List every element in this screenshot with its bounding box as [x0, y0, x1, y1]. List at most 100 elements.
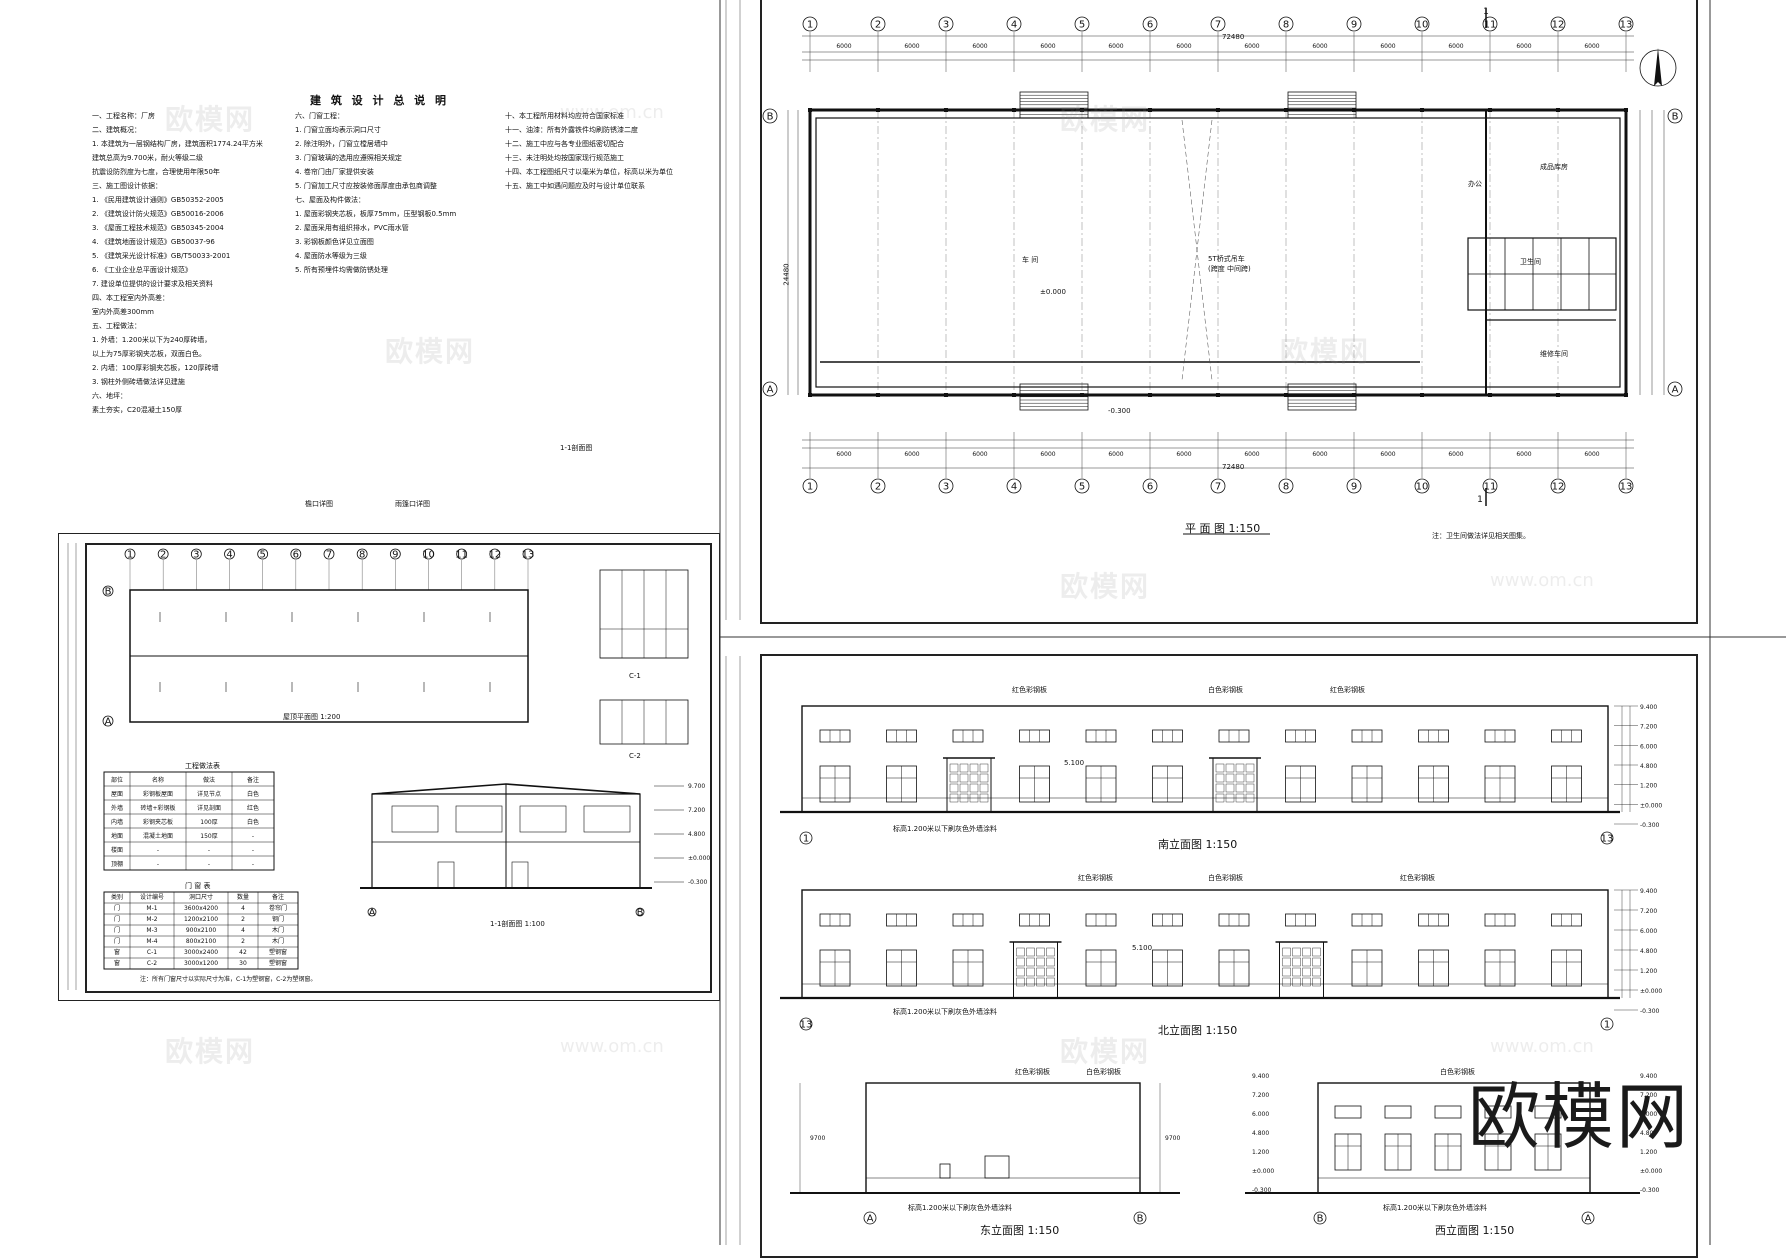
table1-cell: 红色: [247, 804, 259, 812]
elev-rolling-door: [1013, 941, 1058, 999]
elev-level: -0.300: [1640, 822, 1660, 829]
elev-door-panel: [1016, 967, 1025, 977]
plan-bay-dim-bottom: 6000: [1040, 451, 1055, 458]
table1-cell: 白色: [247, 818, 259, 826]
note-line: 3. 钢柱外侧砖墙做法详见建施: [92, 378, 185, 386]
plan-column: [1012, 108, 1016, 112]
plan-axis-top-label: 13: [1620, 20, 1633, 31]
west-upper-window: [1334, 1105, 1362, 1119]
roof-axis: [489, 548, 501, 560]
south-red-label-2: 红色彩钢板: [1330, 686, 1365, 694]
roof-axis: [290, 548, 302, 560]
floor-plan-note: 注：卫生间做法详见相关图集。: [1432, 532, 1530, 540]
elev-upper-window: [1351, 729, 1383, 743]
table1-cell: 砖墙+彩钢板: [140, 804, 175, 812]
plan-column: [876, 108, 880, 112]
section-axis: [635, 907, 645, 917]
elev-upper-window: [1019, 913, 1050, 927]
elev-door-panel: [1235, 773, 1245, 783]
section-level: 7.200: [688, 807, 705, 814]
table2-cell: 木门: [272, 926, 284, 934]
elev-door-panel: [1302, 977, 1311, 987]
roof-plan-caption: 屋顶平面图 1:200: [283, 713, 341, 721]
elev-door-panel: [1046, 947, 1055, 957]
table2-cell: 门: [114, 937, 120, 945]
plan-axis-top-label: 7: [1215, 20, 1221, 31]
table2-cell: M-1: [146, 905, 157, 912]
elev-door-panel: [1036, 977, 1045, 987]
roof-axis-label: 12: [488, 550, 501, 561]
plan-axis-bottom-label: 13: [1620, 482, 1633, 493]
section-window: [455, 805, 503, 833]
roof-axis-label: 7: [326, 550, 332, 561]
plan-column: [1148, 108, 1152, 112]
south-white-label: 白色彩钢板: [1208, 686, 1243, 694]
plan-axis-top-label: 11: [1484, 20, 1497, 31]
elev-upper-window: [819, 913, 851, 927]
elev-upper-window: [1218, 913, 1250, 927]
plan-axis-top: [938, 16, 954, 32]
plan-row-axis-right-label: A: [1672, 385, 1679, 396]
west-axis-label: A: [1585, 1214, 1592, 1225]
plan-axis-top: [1210, 16, 1226, 32]
section-level: ±0.000: [688, 855, 710, 862]
elev-door-panel: [969, 763, 979, 773]
note-line: 1. 门窗立面均表示洞口尺寸: [295, 126, 381, 134]
note-line: 3. 门窗玻璃的选用应遵照相关规定: [295, 154, 402, 162]
elev-door-panel: [1036, 947, 1045, 957]
plan-column: [1420, 108, 1424, 112]
table1-cell: 顶棚: [111, 860, 123, 868]
elev-door-panel: [1036, 967, 1045, 977]
watermark-url: www.om.cn: [560, 1036, 664, 1057]
table1-cell: 混凝土地面: [143, 832, 173, 840]
table2-header: 洞口尺寸: [189, 893, 213, 901]
note-line: 5. 《建筑采光设计标准》GB/T50033-2001: [92, 252, 231, 260]
table2-header: 设计编号: [140, 893, 164, 901]
plan-column: [1284, 108, 1288, 112]
room-store: 成品库房: [1540, 163, 1568, 171]
elev-axis-left: [799, 831, 813, 845]
elev-door-panel: [1292, 967, 1301, 977]
east-white-label: 白色彩钢板: [1086, 1068, 1121, 1076]
elev-door-panel: [1215, 783, 1225, 793]
roof-axis: [522, 548, 534, 560]
table1-cell: 详见剖面: [197, 804, 221, 812]
watermark-url: www.om.cn: [1490, 1036, 1594, 1057]
west-level-r: 4.800: [1640, 1130, 1657, 1137]
plan-axis-top: [802, 16, 818, 32]
elev-level: ±0.000: [1640, 802, 1662, 809]
east-axis-label: A: [867, 1214, 874, 1225]
section-door: [437, 861, 455, 889]
plan-axis-bottom: [1278, 478, 1294, 494]
elev-level: 7.200: [1640, 724, 1657, 731]
table2-cell: 30: [239, 960, 247, 967]
plan-bay-dim-bottom: 6000: [1584, 451, 1599, 458]
elev-door-panel: [1292, 977, 1301, 987]
room-wc: 卫生间: [1520, 258, 1541, 266]
watermark-brand: 欧模网: [165, 103, 256, 136]
plan-axis-top: [1074, 16, 1090, 32]
note-line: 6. 《工业企业总平面设计规范》: [92, 266, 192, 274]
plan-bay-dim-top: 6000: [1312, 43, 1327, 50]
note-line: 1. 本建筑为一层钢结构厂房，建筑面积1774.24平方米: [92, 140, 263, 148]
elev-door-panel: [1046, 977, 1055, 987]
plan-bay-dim-bottom: 6000: [1380, 451, 1395, 458]
elev-level: 4.800: [1640, 948, 1657, 955]
elev-door-panel: [1282, 977, 1291, 987]
table1-cell: 150厚: [200, 833, 217, 840]
plan-inner-wall: [815, 117, 1621, 388]
table2-cell: 门: [114, 915, 120, 923]
elev-upper-window: [952, 913, 984, 927]
west-level-r: -0.300: [1640, 1187, 1660, 1194]
elev-door-panel: [1225, 763, 1235, 773]
plan-axis-top-label: 9: [1351, 20, 1357, 31]
north-base-label: 标高1.200米以下刷灰色外墙涂料: [893, 1008, 998, 1016]
elev-outline: [801, 705, 1609, 813]
roof-axis-label: 6: [293, 550, 299, 561]
table2-cell: 窗: [114, 948, 120, 956]
plan-bay-dim-top: 6000: [1040, 43, 1055, 50]
plan-axis-bottom: [1210, 478, 1226, 494]
floor-plan-sheet: [760, 0, 1698, 624]
plan-bay-dim-top: 6000: [1108, 43, 1123, 50]
